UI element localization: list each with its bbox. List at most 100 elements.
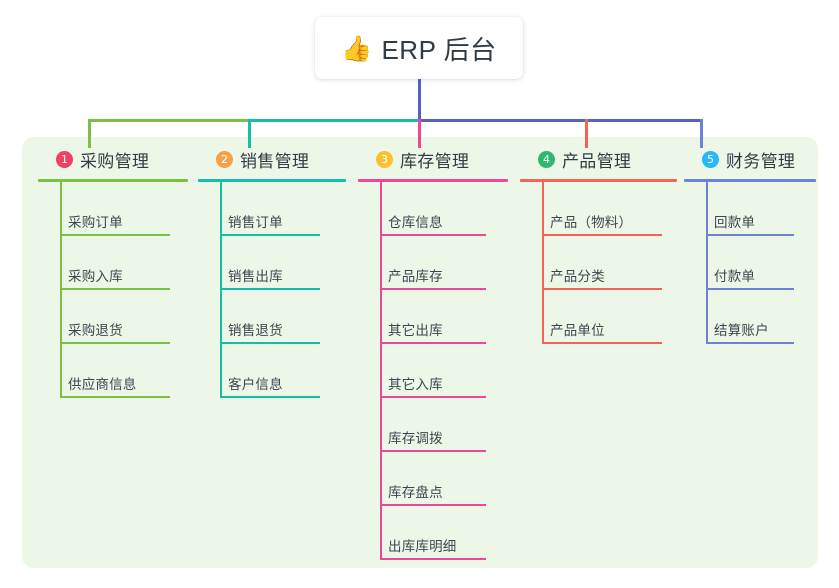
list-item[interactable]: 产品（物料） [520,182,697,236]
list-item-underline [542,234,662,236]
list-item[interactable]: 销售出库 [198,236,366,290]
list-item-label: 结算账户 [714,323,769,338]
column-badge-2: 2 [216,150,233,168]
column-stem-line-2 [220,182,222,398]
list-item-label: 产品（物料） [550,215,633,230]
column-header-销售管理[interactable]: 2 销售管理 [198,146,366,172]
column-badge-1: 1 [56,150,73,168]
bus-segment-green [88,119,248,122]
list-item[interactable]: 付款单 [684,236,836,290]
list-item[interactable]: 产品单位 [520,290,697,344]
list-item-label: 库存盘点 [388,485,443,500]
column-item-list: 产品（物料） 产品分类产品单位 [520,182,697,344]
list-item-underline [220,342,320,344]
list-item-label: 销售出库 [228,269,283,284]
column-underline-5 [684,179,816,182]
drop-line-column-2 [248,119,251,148]
list-item-label: 付款单 [714,269,756,284]
list-item[interactable]: 供应商信息 [38,344,208,398]
list-item-label: 回款单 [714,215,756,230]
list-item-underline [220,288,320,290]
column-badge-5: 5 [702,150,719,168]
column-财务管理: 5 财务管理回款单付款单结算账户 [684,146,836,344]
column-badge-3: 3 [376,150,393,168]
list-item[interactable]: 仓库信息 [358,182,528,236]
column-title-label: 财务管理 [726,151,796,171]
root-node-erp-backend[interactable]: 👍 ERP 后台 [315,17,523,79]
bus-segment-blue [418,119,703,122]
list-item-underline [60,396,170,398]
list-item-underline [60,288,170,290]
column-header-采购管理[interactable]: 1 采购管理 [38,146,208,172]
list-item[interactable]: 其它入库 [358,344,528,398]
list-item[interactable]: 出库库明细 [358,506,528,560]
column-underline-2 [198,179,346,182]
list-item[interactable]: 其它出库 [358,290,528,344]
list-item[interactable]: 客户信息 [198,344,366,398]
column-header-产品管理[interactable]: 4 产品管理 [520,146,697,172]
list-item-underline [220,234,320,236]
trunk-line-root [418,78,421,122]
list-item[interactable]: 销售订单 [198,182,366,236]
list-item[interactable]: 销售退货 [198,290,366,344]
column-underline-3 [358,179,508,182]
list-item-label: 产品库存 [388,269,443,284]
list-item-label: 产品单位 [550,323,605,338]
list-item-label: 仓库信息 [388,215,443,230]
list-item-underline [60,342,170,344]
column-item-list: 采购订单采购入库采购退货供应商信息 [38,182,208,398]
column-title-label: 库存管理 [400,151,470,171]
column-产品管理: 4 产品管理产品（物料） 产品分类产品单位 [520,146,697,344]
list-item-underline [706,288,794,290]
list-item[interactable]: 采购入库 [38,236,208,290]
list-item[interactable]: 产品库存 [358,236,528,290]
list-item[interactable]: 库存调拨 [358,398,528,452]
thumbs-up-icon: 👍 [341,34,373,63]
list-item-underline [706,234,794,236]
column-stem-line-1 [60,182,62,398]
list-item[interactable]: 采购退货 [38,290,208,344]
column-badge-4: 4 [538,150,555,168]
list-item-label: 其它入库 [388,377,443,392]
list-item-underline [380,342,486,344]
column-header-财务管理[interactable]: 5 财务管理 [684,146,836,172]
column-title-label: 采购管理 [80,151,150,171]
list-item-underline [380,504,486,506]
list-item-label: 其它出库 [388,323,443,338]
column-title-label: 产品管理 [562,151,632,171]
list-item-label: 销售订单 [228,215,283,230]
list-item-underline [380,234,486,236]
list-item[interactable]: 产品分类 [520,236,697,290]
drop-line-column-1 [88,119,91,148]
column-title-label: 销售管理 [240,151,310,171]
root-node-title: ERP 后台 [381,34,497,65]
column-item-list: 回款单付款单结算账户 [684,182,836,344]
diagram-background-panel [22,137,818,568]
drop-line-column-3 [418,119,421,148]
column-item-list: 仓库信息产品库存其它出库其它入库库存调拨库存盘点出库库明细 [358,182,528,560]
list-item-underline [380,288,486,290]
list-item[interactable]: 结算账户 [684,290,836,344]
list-item-label: 供应商信息 [68,377,137,392]
list-item-label: 采购退货 [68,323,123,338]
column-underline-1 [38,179,188,182]
list-item[interactable]: 回款单 [684,182,836,236]
column-销售管理: 2 销售管理销售订单销售出库销售退货客户信息 [198,146,366,398]
list-item-label: 出库库明细 [388,539,457,554]
list-item-label: 销售退货 [228,323,283,338]
column-stem-line-4 [542,182,544,344]
list-item[interactable]: 采购订单 [38,182,208,236]
bus-segment-teal [248,119,421,122]
list-item-underline [220,396,320,398]
list-item-underline [706,342,794,344]
list-item-label: 采购入库 [68,269,123,284]
list-item[interactable]: 库存盘点 [358,452,528,506]
list-item-underline [380,450,486,452]
list-item-underline [380,558,486,560]
list-item-label: 库存调拨 [388,431,443,446]
column-header-库存管理[interactable]: 3 库存管理 [358,146,528,172]
column-stem-line-5 [706,182,708,344]
list-item-underline [542,288,662,290]
column-stem-line-3 [380,182,382,560]
list-item-underline [60,234,170,236]
